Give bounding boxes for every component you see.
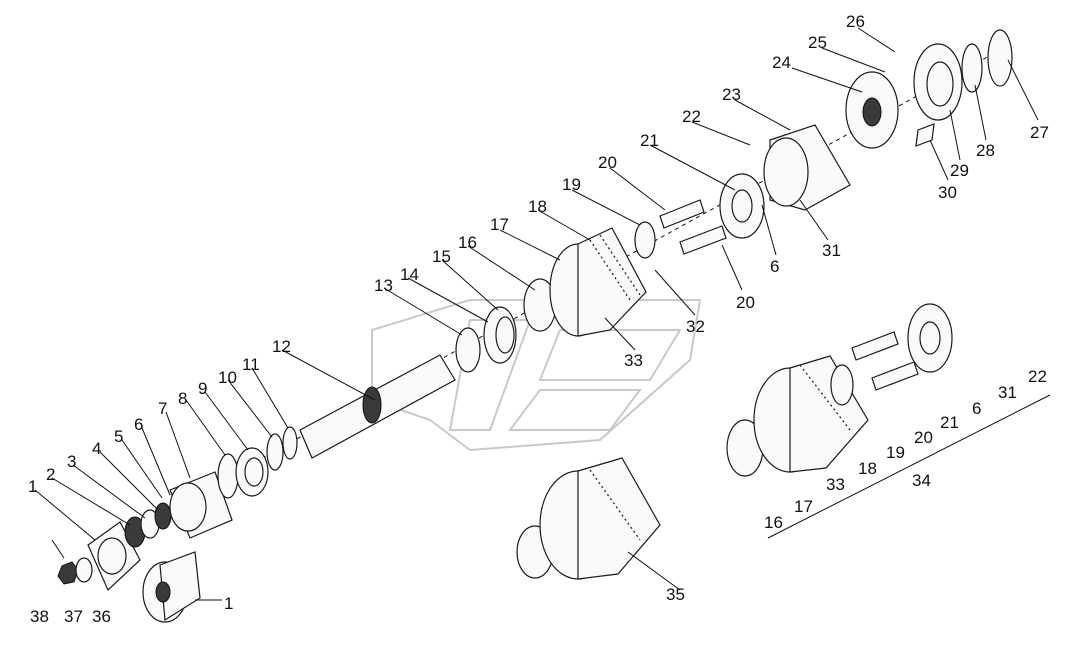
callout-14: 14 bbox=[400, 265, 419, 284]
subassembly-34 bbox=[726, 303, 1051, 539]
callout-34: 34 bbox=[912, 471, 931, 490]
housing-part-7 bbox=[169, 471, 233, 539]
callout-33-top: 33 bbox=[624, 351, 643, 370]
callout-19: 19 bbox=[562, 175, 581, 194]
bearing-parts-13-15 bbox=[455, 306, 517, 373]
callout-18-right: 18 bbox=[858, 459, 877, 478]
callout-labels: 1 1 2 3 4 5 6 7 8 9 10 11 12 13 14 15 16… bbox=[28, 12, 1049, 626]
callout-10: 10 bbox=[218, 368, 237, 387]
callout-33-right: 33 bbox=[826, 475, 845, 494]
cotter-pin-part-38 bbox=[51, 539, 65, 559]
gear-ring-part-18 bbox=[577, 227, 647, 337]
callout-17: 17 bbox=[490, 215, 509, 234]
callout-32: 32 bbox=[686, 317, 705, 336]
callout-24: 24 bbox=[772, 53, 791, 72]
callout-20-right: 20 bbox=[914, 428, 933, 447]
callout-23: 23 bbox=[722, 85, 741, 104]
bearing-part-29 bbox=[913, 43, 963, 121]
nut-part-37 bbox=[57, 561, 79, 585]
callout-2: 2 bbox=[46, 465, 55, 484]
callout-38: 38 bbox=[30, 607, 49, 626]
callout-19-right: 19 bbox=[886, 443, 905, 462]
callout-6-right: 6 bbox=[972, 399, 981, 418]
callout-27: 27 bbox=[1030, 123, 1049, 142]
callout-35: 35 bbox=[666, 585, 685, 604]
callout-16: 16 bbox=[458, 233, 477, 252]
callout-21-right: 21 bbox=[940, 413, 959, 432]
callout-26: 26 bbox=[846, 12, 865, 31]
callout-16-right: 16 bbox=[764, 513, 783, 532]
callout-36: 36 bbox=[92, 607, 111, 626]
seal-parts-2-6 bbox=[124, 502, 172, 548]
planet-gear-part-19 bbox=[634, 221, 656, 259]
callout-1: 1 bbox=[28, 477, 37, 496]
callout-6-top: 6 bbox=[770, 257, 779, 276]
callout-30: 30 bbox=[938, 183, 957, 202]
callout-29: 29 bbox=[950, 161, 969, 180]
callout-18: 18 bbox=[528, 197, 547, 216]
pin-parts-20 bbox=[659, 199, 727, 255]
callout-3: 3 bbox=[67, 452, 76, 471]
callout-15: 15 bbox=[432, 247, 451, 266]
ring-parts-10-11 bbox=[266, 426, 298, 471]
callout-21-top: 21 bbox=[640, 131, 659, 150]
callout-22-top: 22 bbox=[682, 107, 701, 126]
gasket-part-8 bbox=[217, 453, 239, 499]
callout-8: 8 bbox=[178, 389, 187, 408]
callout-4: 4 bbox=[92, 439, 101, 458]
rings-parts-27-28 bbox=[961, 29, 1013, 93]
callout-31-top: 31 bbox=[822, 241, 841, 260]
callout-11: 11 bbox=[242, 355, 260, 374]
shaft-part-12 bbox=[299, 354, 456, 459]
callout-1-loose: 1 bbox=[224, 594, 233, 613]
callout-31-right: 31 bbox=[998, 383, 1017, 402]
hub-part-24 bbox=[845, 71, 899, 149]
callout-6-left: 6 bbox=[134, 415, 143, 434]
callout-20-top: 20 bbox=[598, 153, 617, 172]
callout-13: 13 bbox=[374, 276, 393, 295]
callout-12: 12 bbox=[272, 337, 291, 356]
callout-20-mid: 20 bbox=[736, 293, 755, 312]
washer-part-36 bbox=[75, 557, 93, 583]
lock-plate-part-30 bbox=[915, 123, 935, 147]
callout-37: 37 bbox=[64, 607, 83, 626]
callout-5: 5 bbox=[114, 427, 123, 446]
assembly-part-35 bbox=[516, 457, 661, 580]
callout-7: 7 bbox=[158, 399, 167, 418]
drum-part-23 bbox=[763, 124, 851, 211]
callout-28: 28 bbox=[976, 141, 995, 160]
bearing-part-9 bbox=[235, 447, 269, 497]
plate-part-21 bbox=[719, 173, 765, 239]
callout-17-right: 17 bbox=[794, 497, 813, 516]
callout-9: 9 bbox=[198, 379, 207, 398]
leader-lines bbox=[34, 27, 1039, 601]
flange-loose-part-1 bbox=[142, 551, 201, 623]
callout-25: 25 bbox=[808, 33, 827, 52]
callout-22-right: 22 bbox=[1028, 367, 1047, 386]
